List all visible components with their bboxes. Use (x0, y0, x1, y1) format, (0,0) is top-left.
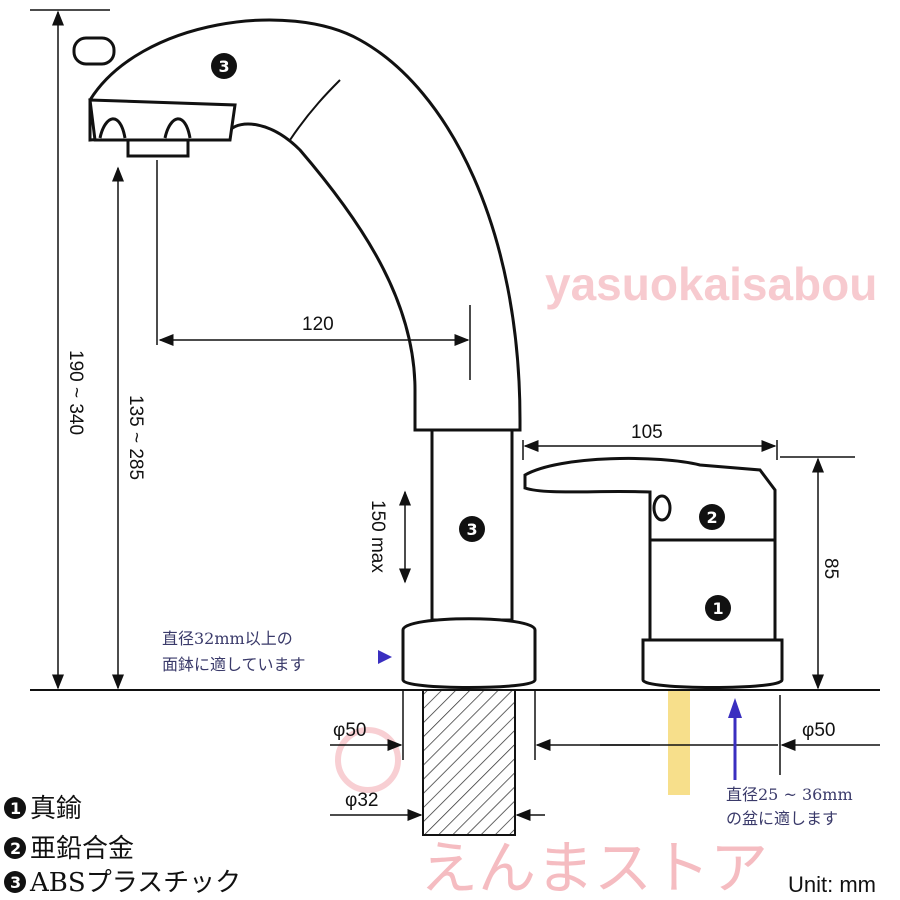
marker-spout-body: 3 (459, 516, 485, 542)
unit-label: Unit: mm (788, 872, 876, 897)
dim-total-height: 190 ~ 340 (65, 350, 86, 435)
dim-spout-reach: 120 (302, 314, 334, 335)
svg-text:2: 2 (10, 839, 21, 858)
note-right-line2: の盆に適します (726, 809, 838, 828)
note-right-line1: 直径25 ~ 36mm (726, 785, 853, 804)
dim-left-base: φ50 (333, 720, 366, 741)
dim-right-base: φ50 (802, 720, 835, 741)
svg-text:3: 3 (467, 520, 478, 539)
watermark-logo (335, 727, 401, 793)
dim-handle-width: 105 (631, 422, 663, 443)
note-left-line1: 直径32mm以上の (162, 629, 293, 648)
svg-text:1: 1 (10, 799, 21, 818)
blue-arrow-left (378, 650, 392, 664)
dim-spout-height: 135 ~ 285 (125, 395, 146, 480)
dim-pull-out: 150 max (367, 500, 388, 573)
dim-handle-height: 85 (820, 558, 841, 579)
blue-arrowhead-icon (728, 698, 742, 718)
marker-handle: 2 (699, 504, 725, 530)
highlight-bar (668, 690, 690, 795)
handle-faucet (523, 456, 784, 689)
svg-text:2: 2 (707, 508, 718, 527)
note-left-line2: 面鉢に適しています (162, 655, 306, 674)
watermark-japanese: えんまストア (420, 834, 768, 900)
marker-body: 1 (705, 595, 731, 621)
svg-text:1: 1 (713, 599, 724, 618)
legend: 1 真鍮 2 亜鉛合金 3 ABSプラスチック (4, 794, 241, 898)
legend-item-2: 亜鉛合金 (30, 834, 134, 864)
svg-text:3: 3 (219, 57, 230, 76)
svg-text:3: 3 (10, 873, 21, 892)
watermark-latin: yasuokaisabou (545, 258, 877, 310)
legend-item-1: 真鍮 (30, 794, 82, 824)
dim-left-hole: φ32 (345, 790, 378, 811)
marker-spout-head: 3 (211, 53, 237, 79)
legend-item-3: ABSプラスチック (29, 868, 241, 898)
dimension-lines (30, 9, 880, 821)
